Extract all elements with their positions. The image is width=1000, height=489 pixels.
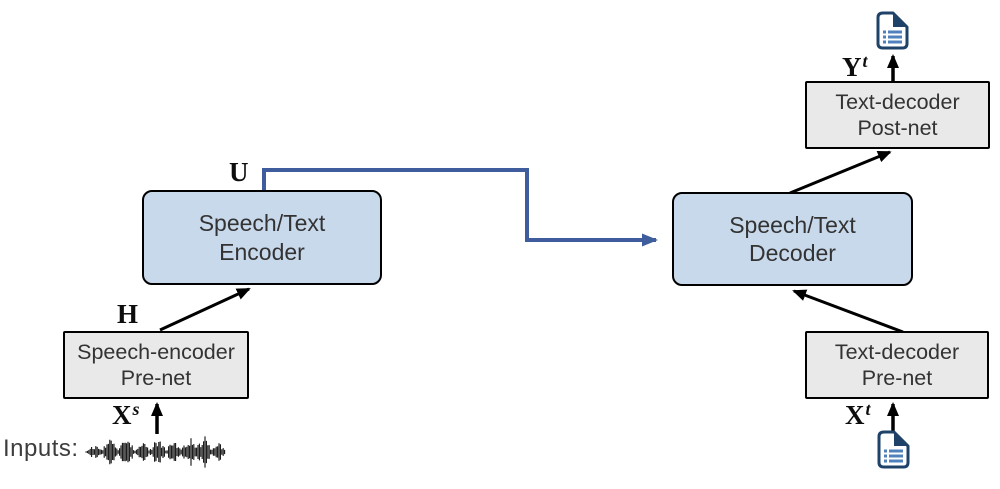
text-input-label-Xt: Xt bbox=[845, 399, 871, 430]
document-icon bbox=[876, 11, 909, 55]
postnet-label-line2: Post-net bbox=[857, 116, 938, 140]
xs-base: X bbox=[112, 400, 132, 430]
decoder-to-postnet-arrow bbox=[789, 150, 892, 195]
speech-input-label-Xs: Xs bbox=[112, 399, 140, 430]
speech-prenet-label-line1: Speech-encoder bbox=[77, 339, 235, 364]
decoder-label-line1: Speech/Text bbox=[729, 211, 856, 238]
decoder-label-line2: Decoder bbox=[749, 240, 836, 266]
document-icon bbox=[877, 430, 910, 474]
text-output-label-Yt: Yt bbox=[842, 51, 868, 82]
text-prenet-label-line2: Pre-net bbox=[861, 366, 933, 390]
prenet-to-encoder-arrow bbox=[159, 287, 251, 332]
inputs-caption: Inputs: bbox=[3, 435, 79, 462]
xs-superscript: s bbox=[132, 399, 140, 419]
yt-base: Y bbox=[842, 52, 862, 82]
encoder-label-line2: Encoder bbox=[219, 238, 305, 265]
xt-superscript: t bbox=[865, 399, 871, 419]
speech-text-encoder-block: Speech/Text Encoder bbox=[142, 190, 382, 285]
text-decoder-postnet-block: Text-decoder Post-net bbox=[805, 81, 990, 149]
yt-superscript: t bbox=[862, 51, 868, 71]
speech-text-decoder-block: Speech/Text Decoder bbox=[672, 192, 913, 286]
hidden-state-label-H: H bbox=[117, 299, 139, 329]
encoder-label-line1: Speech/Text bbox=[198, 210, 326, 237]
waveform-icon bbox=[84, 430, 229, 479]
text-decoder-prenet-block: Text-decoder Pre-net bbox=[805, 331, 989, 399]
encoder-output-label-U: U bbox=[229, 157, 249, 187]
text-prenet-label-line1: Text-decoder bbox=[834, 339, 960, 364]
prenet-to-decoder-arrow bbox=[792, 289, 904, 334]
speech-encoder-prenet-block: Speech-encoder Pre-net bbox=[63, 331, 249, 399]
xt-base: X bbox=[845, 400, 865, 430]
postnet-label-line1: Text-decoder bbox=[835, 89, 960, 114]
speech-prenet-label-line2: Pre-net bbox=[120, 366, 192, 390]
